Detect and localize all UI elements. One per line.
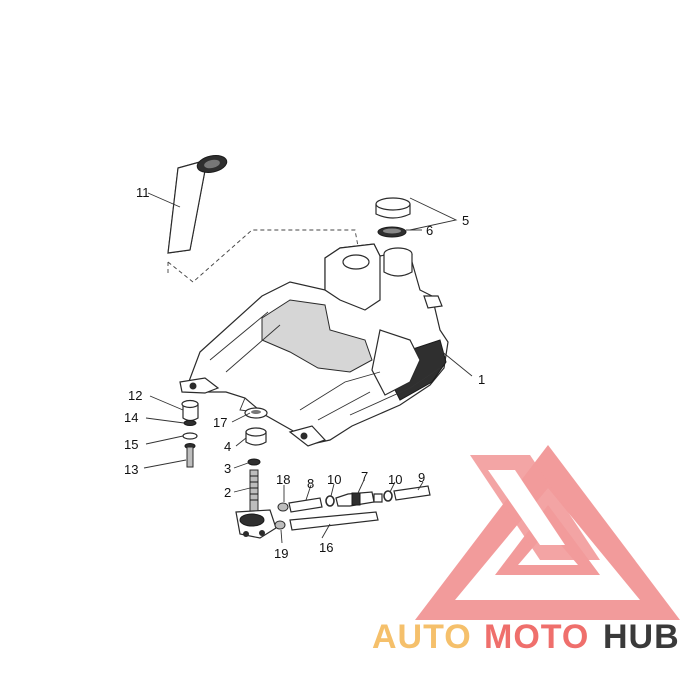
callout-18: 18 [276, 472, 290, 487]
callout-3: 3 [224, 461, 231, 476]
callout-10-left: 10 [327, 472, 341, 487]
fuel-cock-nut-part [245, 427, 267, 446]
callout-2: 2 [224, 485, 231, 500]
fuel-tank-part [179, 243, 449, 447]
leader-lines [143, 192, 473, 544]
callout-9: 9 [418, 470, 425, 485]
callout-11: 11 [136, 185, 150, 200]
filler-tube-part [167, 155, 228, 254]
washer-part-3 [247, 458, 261, 466]
bolt-part-13 [184, 443, 196, 468]
wordmark-hub: HUB [603, 618, 680, 656]
callout-numbers: 11 5 6 1 12 14 15 13 17 4 3 2 18 8 10 7 … [124, 185, 485, 561]
hose-clamp-part-18 [277, 502, 289, 512]
callout-5: 5 [462, 213, 469, 228]
wordmark-auto: AUTO [372, 618, 472, 656]
callout-19: 19 [274, 546, 288, 561]
callout-16: 16 [319, 540, 333, 555]
rubber-mount-part [181, 399, 199, 422]
wordmark-moto: MOTO [484, 618, 589, 656]
hose-clamp-part-19 [274, 520, 286, 530]
automotohub-wordmark: AUTO MOTO HUB [372, 618, 680, 656]
fuel-cock-gasket-part [244, 407, 268, 419]
callout-6: 6 [426, 223, 433, 238]
callout-15: 15 [124, 437, 138, 452]
hose-clip-part-10a [325, 495, 335, 507]
callout-4: 4 [224, 439, 231, 454]
callout-7: 7 [361, 469, 368, 484]
vent-hose-part-16 [289, 511, 379, 531]
filler-cap-part [375, 197, 411, 219]
fuel-filter-part [335, 491, 383, 507]
callout-12: 12 [128, 388, 142, 403]
callout-8: 8 [307, 476, 314, 491]
callout-10-right: 10 [388, 472, 402, 487]
fuel-hose-part-9 [393, 485, 431, 501]
fuel-tap-part [235, 469, 277, 539]
callout-14: 14 [124, 410, 138, 425]
automotohub-logo [415, 445, 680, 620]
washer-part-15 [182, 432, 198, 440]
callout-13: 13 [124, 462, 138, 477]
callout-1: 1 [478, 372, 485, 387]
washer-part-14 [183, 420, 197, 426]
hose-clip-part-10b [383, 490, 393, 502]
callout-17: 17 [213, 415, 227, 430]
seal-ring-part [377, 226, 407, 238]
fuel-hose-part-8 [288, 497, 323, 513]
assembly-dash-lines [167, 229, 363, 283]
